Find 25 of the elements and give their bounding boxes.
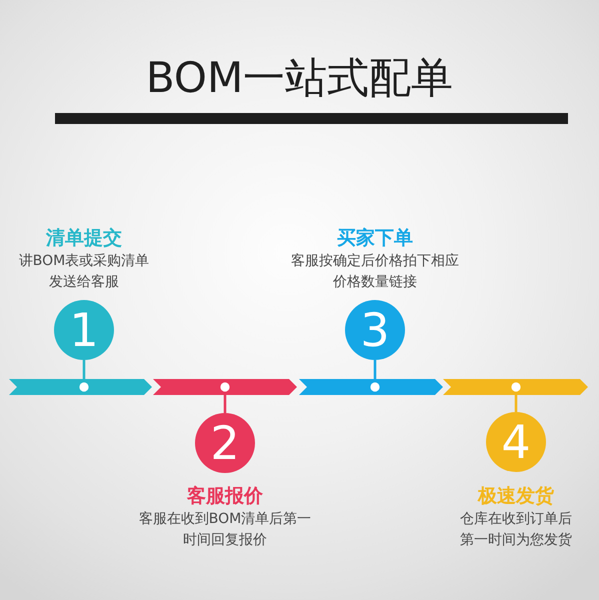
timeline-segment	[9, 379, 152, 395]
step-number: 2	[210, 420, 240, 466]
step-description: 仓库在收到订单后第一时间为您发货	[459, 510, 573, 550]
step-number: 1	[69, 307, 99, 353]
title: BOM一站式配单	[146, 54, 454, 102]
step-heading: 买家下单	[337, 226, 413, 250]
connector-line	[514, 395, 518, 412]
step-heading: 客服报价	[187, 484, 263, 508]
step-description: 客服在收到BOM清单后第一时间回复报价	[138, 510, 312, 550]
step-number: 4	[501, 419, 531, 465]
step-circle	[54, 300, 114, 360]
step-heading: 极速发货	[478, 484, 554, 508]
step-circle	[195, 413, 255, 473]
step-number: 3	[360, 307, 390, 353]
connector-line	[224, 395, 226, 413]
connector-line	[374, 360, 376, 379]
timeline-segment	[443, 379, 588, 395]
timeline-segment	[153, 379, 297, 395]
timeline-segment	[299, 379, 443, 395]
step-description: 客服按确定后价格拍下相应价格数量链接	[290, 252, 460, 292]
step-description: 讲BOM表或采购清单发送给客服	[18, 252, 150, 292]
step-circle	[345, 300, 405, 360]
step-circle	[486, 412, 546, 472]
step-heading: 清单提交	[46, 226, 122, 250]
connector-line	[82, 360, 86, 379]
